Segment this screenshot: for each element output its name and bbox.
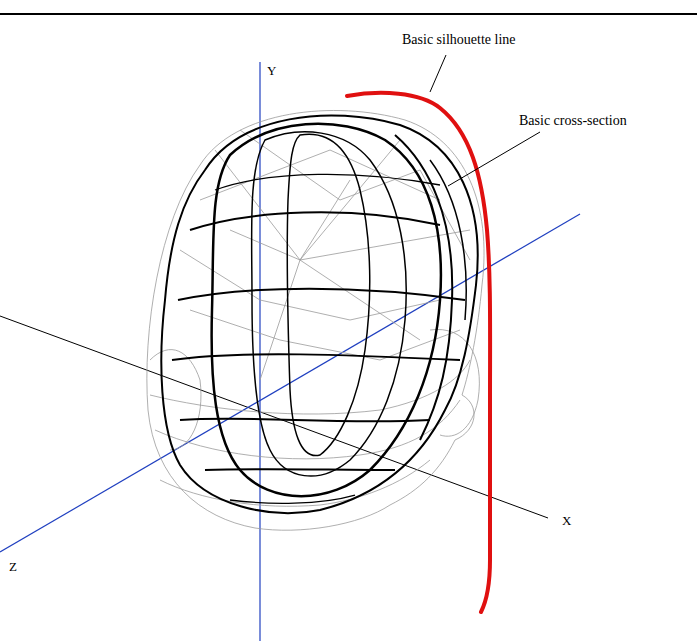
cross-sections [161,115,477,513]
axis-label: Z [9,560,17,574]
label-text: Basic cross-section [519,113,627,128]
top-rule [0,13,697,15]
silhouette-line [347,93,490,612]
leader-line [430,55,446,92]
label-text: Basic silhouette line [402,32,516,47]
axis-label: X [562,514,571,528]
mesh [147,110,484,530]
axis-label: Y [267,64,276,78]
leader-line [448,132,540,186]
